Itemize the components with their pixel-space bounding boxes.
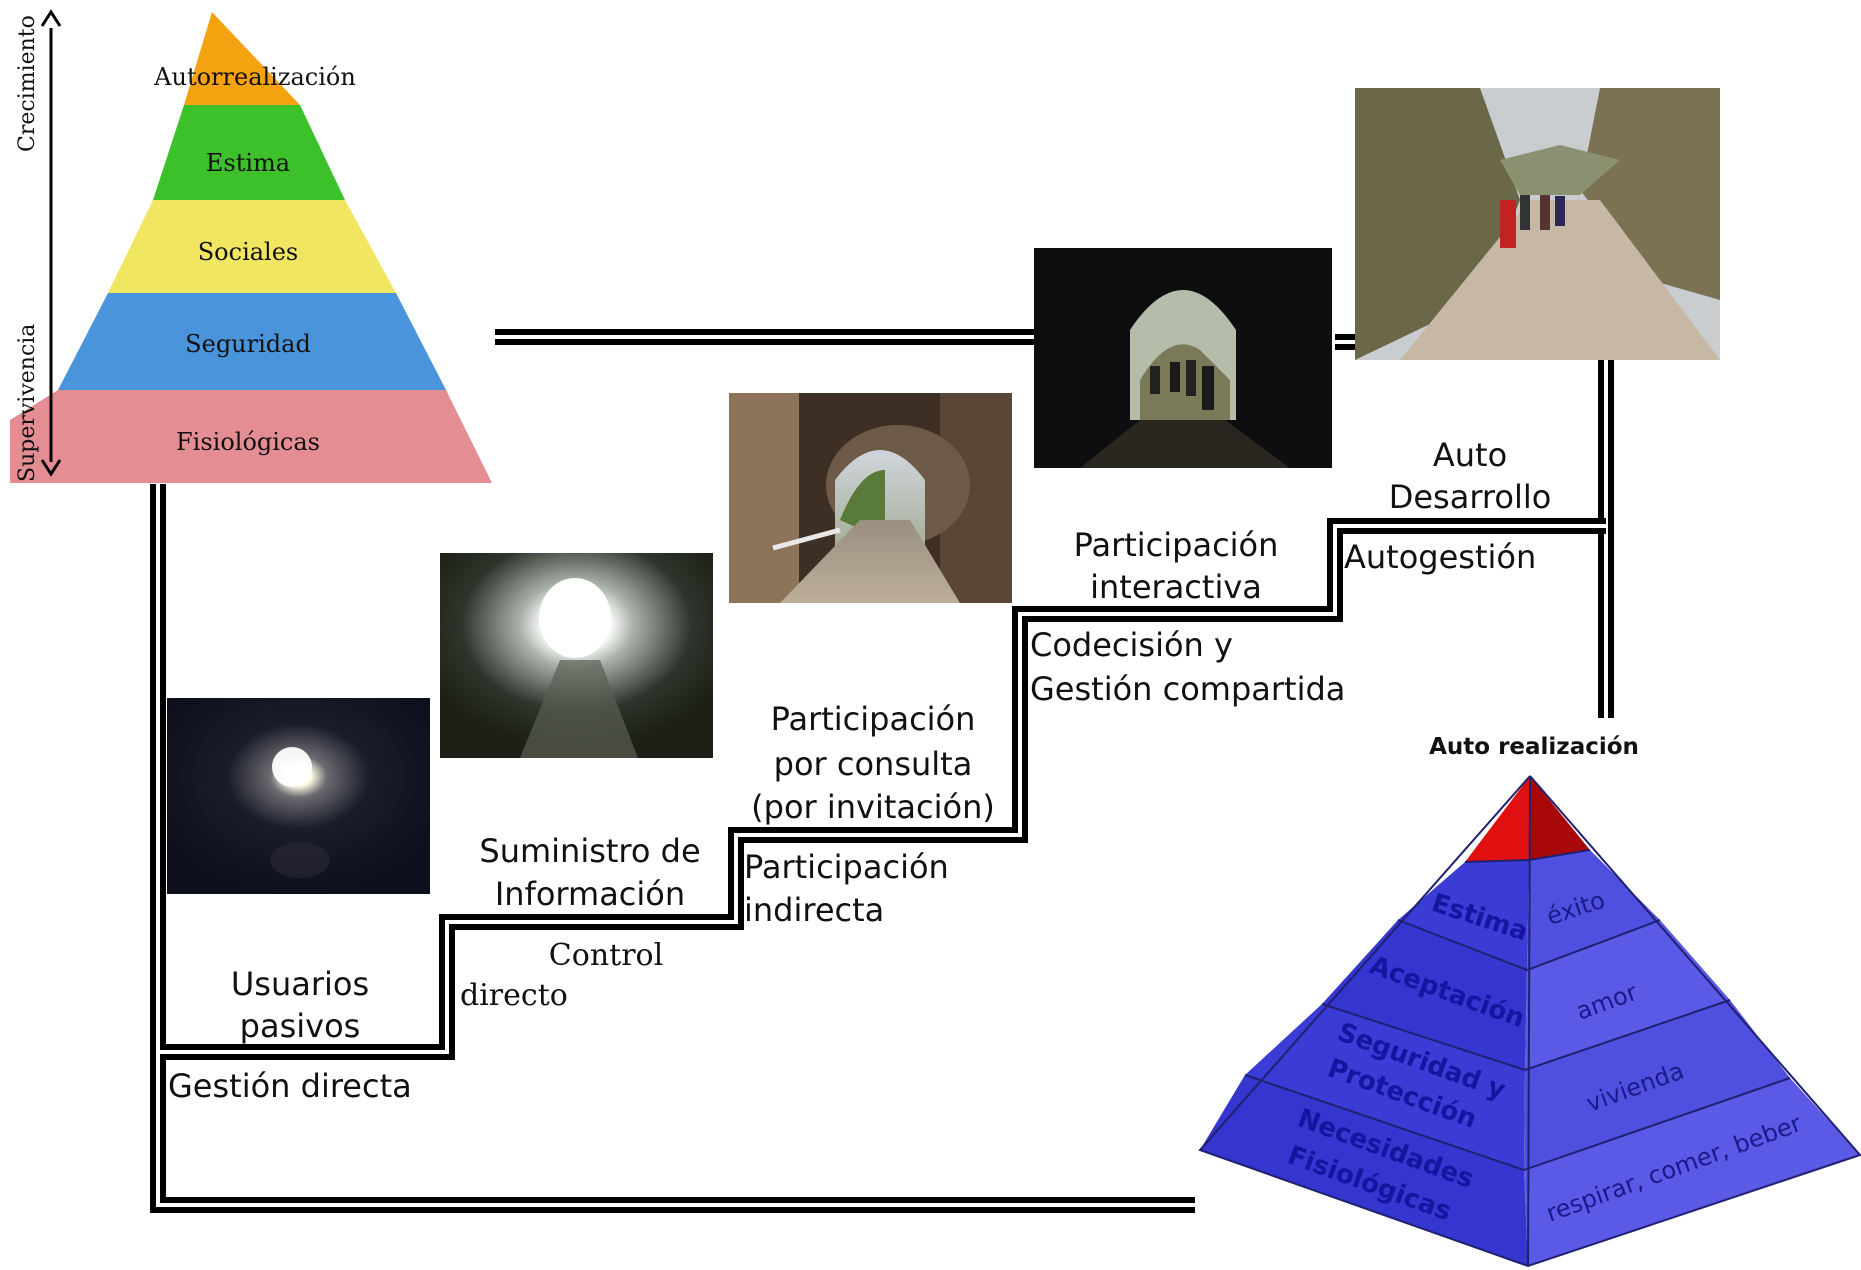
arrow-down-icon	[40, 459, 62, 477]
pyramid-top-left	[1465, 776, 1530, 862]
step-label-por-consulta: por consulta	[774, 745, 973, 783]
step-label-participacion-indirecta: Participación	[744, 848, 949, 886]
step-label-autogestion: Autogestión	[1344, 538, 1536, 576]
arrow-up-icon	[40, 9, 62, 27]
step-label-gestion-directa: Gestión directa	[168, 1067, 412, 1105]
face-right-respirar	[1524, 1078, 1860, 1266]
face-left-aceptacion	[1322, 920, 1527, 1070]
step-label-control: Control	[549, 938, 663, 973]
face-left-necesidades	[1200, 1075, 1528, 1266]
level-label-sociales: Sociales	[198, 238, 299, 266]
frame-inner-gap	[156, 484, 1195, 1207]
right-pyramid: Auto realización Estima Aceptación Segur…	[1198, 734, 1861, 1268]
step-label-pasivos: pasivos	[240, 1007, 361, 1045]
pyramid-level-estima	[153, 105, 345, 200]
pyramid-level-autorrealizacion	[184, 12, 300, 105]
pyramid-top-right	[1529, 776, 1590, 860]
level-label-autorrealizacion: Autorrealización	[153, 63, 356, 91]
step-label-participacion-interactiva: Participación	[1074, 526, 1279, 564]
face-right-vivienda	[1524, 1000, 1790, 1170]
staircase-frame	[150, 329, 1614, 1213]
tunnel-road-photo	[729, 393, 1012, 603]
axis-label-supervivencia: Supervivencia	[15, 324, 40, 482]
pyramid-level-fisiologicas	[10, 390, 492, 483]
pyramid-level-seguridad	[58, 293, 446, 390]
level-label-estima: Estima	[206, 149, 290, 177]
pyramid-level-sociales	[108, 200, 396, 293]
dark-tunnel-light-photo	[167, 698, 430, 894]
step-label-usuarios: Usuarios	[231, 965, 369, 1003]
staircase-labels: Usuarios pasivos Suministro de Informaci…	[168, 436, 1551, 1105]
step-label-indirecta: indirecta	[744, 891, 884, 929]
step-label-codecision: Codecisión y	[1030, 626, 1233, 664]
hikers-on-path-photo	[1355, 88, 1720, 360]
step-label-gestion-compartida: Gestión compartida	[1030, 670, 1345, 708]
level-label-fisiologicas: Fisiológicas	[176, 428, 320, 456]
left-pyramid: Autorrealización Estima Sociales Segurid…	[10, 9, 492, 483]
face-right-amor	[1525, 920, 1730, 1070]
face-left-estima	[1398, 860, 1529, 970]
face-right-exito	[1527, 850, 1660, 970]
step-label-desarrollo: Desarrollo	[1389, 478, 1552, 516]
step-label-auto: Auto	[1433, 436, 1507, 474]
axis-label-crecimiento: Crecimiento	[15, 15, 40, 152]
step-label-informacion: Información	[495, 875, 685, 913]
tunnel-hikers-photo	[1034, 248, 1332, 468]
level-label-seguridad: Seguridad	[185, 330, 311, 358]
step-label-por-invitacion: (por invitación)	[751, 788, 995, 826]
face-left-seguridad	[1245, 1004, 1525, 1170]
step-label-participacion-consulta: Participación	[771, 700, 976, 738]
right-pyramid-title: Auto realización	[1429, 734, 1639, 760]
bright-tunnel-exit-photo	[440, 553, 713, 758]
step-label-directo: directo	[460, 978, 568, 1013]
step-label-suministro: Suministro de	[479, 832, 700, 870]
step-label-interactiva: interactiva	[1090, 568, 1262, 606]
